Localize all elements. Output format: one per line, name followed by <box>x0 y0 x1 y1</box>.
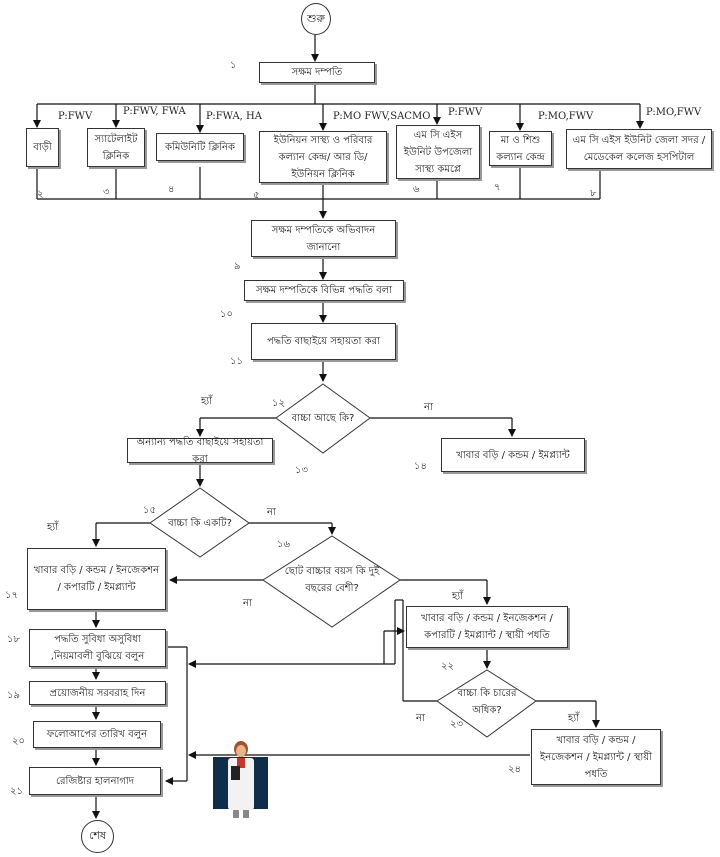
branch-yes-label: হ্যাঁ <box>568 713 580 724</box>
role-label-community: P:FWA, HA <box>206 111 262 122</box>
step-number: ৩ <box>103 187 110 198</box>
step-followup-date: ফলোআপের তারিখ বলুন <box>33 721 161 748</box>
step-help-other-methods: অন্যান্য পদ্ধতি বাছাইয়ে সহায়তা করা <box>127 437 273 465</box>
role-label-satellite: P:FWV, FWA <box>123 106 186 117</box>
step-number: ১৪ <box>414 461 427 472</box>
role-label-upazila: P:FWV <box>448 107 483 118</box>
step-satellite-clinic: স্যাটেলাইট ক্লিনিক <box>87 128 145 167</box>
step-home: বাড়ী <box>26 128 59 167</box>
step-number: ২২ <box>441 661 455 672</box>
step-number: ২৪ <box>508 764 521 775</box>
start-node: শুরু <box>301 3 331 35</box>
branch-no-label: না <box>416 713 425 724</box>
step-number: ১৭ <box>5 590 18 601</box>
role-label-union: P:MO FWV,SACMO <box>333 111 431 122</box>
decision-has-child-text: বাচ্চা আছে কি? <box>291 412 355 424</box>
step-number: ২৩ <box>450 719 464 730</box>
step-number: ৫ <box>253 190 260 201</box>
branch-no-label: না <box>424 402 433 413</box>
step-number: ১৫ <box>143 505 156 516</box>
decision-more-than-four-text: বাচ্চা কি চারের অধিক? <box>457 688 517 716</box>
step-number: ২০ <box>12 736 26 747</box>
step-number: ২১ <box>10 786 23 797</box>
branch-yes-label: হ্যাঁ <box>452 591 464 602</box>
step-number: ১৯ <box>7 690 20 701</box>
step-greet-couple: সক্ষম দম্পতিকে অভিবাদন জানানো <box>251 220 396 257</box>
branch-yes-label: হ্যাঁ <box>201 396 213 407</box>
step-upazila-mch-unit: এম সি এইস ইউনিট উপজেলা সাস্থ্য কমপ্লে <box>396 125 480 179</box>
step-provide-supplies: প্রয়োজনীয় সরবরাহ দিন <box>29 681 166 705</box>
branch-no-label: না <box>267 507 276 518</box>
step-number: ৪ <box>168 184 175 195</box>
step-district-mch-unit: এম সি এইস ইউনিট জেলা সদর / মেডেকেল কলেজ … <box>566 129 712 169</box>
step-number: ৭ <box>494 182 501 193</box>
role-label-home: P:FWV <box>58 111 93 122</box>
decision-child-age <box>262 535 401 628</box>
decision-one-child-text: বাচ্চা কি একটি? <box>168 517 232 529</box>
step-methods-four-plus: খাবার বড়ি / কন্ডম / ইনজেকশন / ইমপ্ল্যান… <box>531 729 661 785</box>
step-pill-condom-implant: খাবার বড়ি / কন্ডম / ইমপ্ল্যান্ট <box>441 438 585 472</box>
step-number: ৯ <box>234 261 241 272</box>
step-methods-incl-permanent: খাবার বড়ি / কন্ডম / ইনজেকশন / কপারটি / … <box>406 606 568 648</box>
step-methods-one-child: খাবার বড়ি / কন্ডম / ইনজেকশন / কপারটি / … <box>27 548 166 610</box>
step-help-choose: পদ্ধতি বাছাইয়ে সহায়তা করা <box>251 323 396 360</box>
step-update-register: রেজিষ্টার হালনাগাদ <box>29 767 161 795</box>
branch-yes-label: হ্যাঁ <box>47 522 59 533</box>
step-number: ১ <box>230 60 237 71</box>
decision-more-than-four <box>436 669 537 738</box>
role-label-mch-center: P:MO,FWV <box>538 111 594 122</box>
step-community-clinic: কমিউনিটি ক্লিনিক <box>156 133 244 161</box>
step-number: ৮ <box>590 188 597 199</box>
branch-no-label: না <box>243 598 252 609</box>
step-number: ১২ <box>272 398 285 409</box>
doctor-figure-icon <box>228 741 254 818</box>
step-explain-methods: সক্ষম দম্পতিকে বিভিন্ন পদ্ধতি বলা <box>244 280 404 301</box>
step-union-health-center: ইউনিয়ন সাস্থ্য ও পরিবার কল্যান কেন্দ্র/… <box>259 131 387 183</box>
decision-one-child <box>149 487 250 558</box>
step-explain-pros-cons: পদ্ধতি সুবিধা অসুবিধা ,নিয়মাবলী বুঝিয়ে… <box>29 629 166 667</box>
end-node: শেষ <box>81 820 114 853</box>
step-number: ৬ <box>413 184 420 195</box>
decision-has-child <box>275 383 371 454</box>
step-number: ১৮ <box>7 634 20 645</box>
role-label-district: P:MO,FWV <box>646 107 702 118</box>
step-number: ১৬ <box>277 539 290 550</box>
step-number: ১১ <box>230 356 243 367</box>
step-eligible-couple: সক্ষম দম্পতি <box>259 62 375 83</box>
step-number: ১০ <box>220 309 233 320</box>
step-number: ২ <box>37 189 44 200</box>
decision-child-age-text: ছোট বাচ্চার বয়স কি দুই বছরের বেশী? <box>284 566 380 594</box>
step-mother-child-center: মা ও শিশু কল্যান কেন্দ্র <box>489 131 552 166</box>
step-number: ১৩ <box>295 465 308 476</box>
